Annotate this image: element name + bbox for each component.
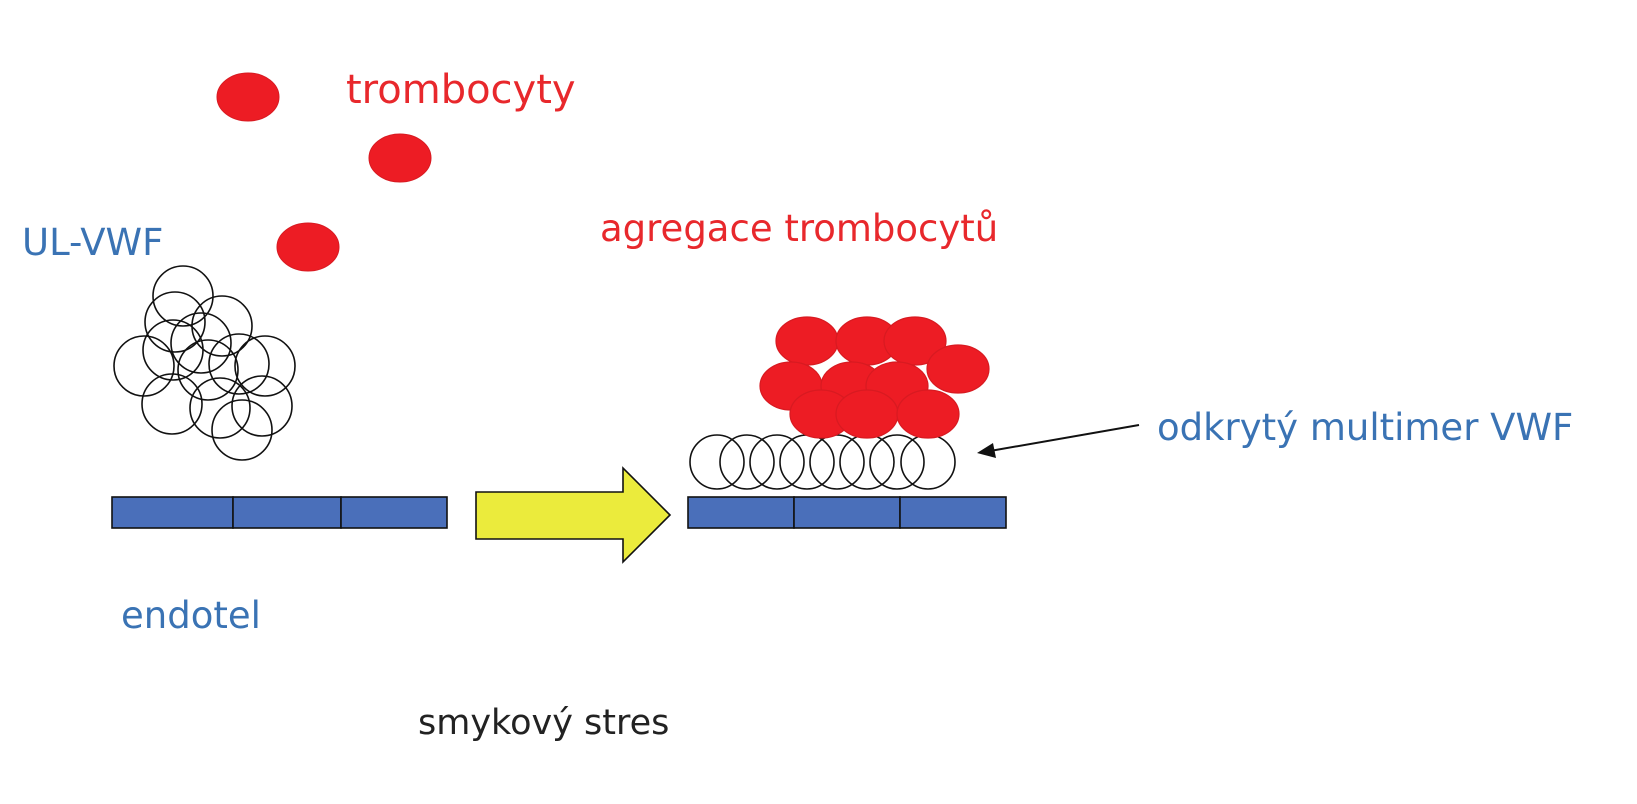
transition-arrow xyxy=(475,466,672,564)
endothelium-right xyxy=(687,496,1007,529)
vwf-monomer xyxy=(208,333,270,395)
coiled-ulvwf-multimer xyxy=(113,265,296,461)
vwf-monomer xyxy=(144,291,206,353)
aggregated-platelet xyxy=(896,389,960,439)
shear-stress-label: smykový stres xyxy=(418,703,670,743)
free-platelets xyxy=(216,72,432,272)
vwf-monomer xyxy=(869,434,925,490)
vwf-monomer xyxy=(113,335,175,397)
endothelium-label: endotel xyxy=(121,594,261,637)
endothelium-cell xyxy=(793,496,901,529)
vwf-monomer xyxy=(177,339,239,401)
pointer-arrow xyxy=(977,424,1140,458)
exposed-multimer-label: odkrytý multimer VWF xyxy=(1157,406,1574,449)
pointer-line xyxy=(989,424,1140,452)
aggregated-platelet xyxy=(775,316,839,366)
vwf-monomer xyxy=(749,434,805,490)
vwf-monomer xyxy=(900,434,956,490)
ulvwf-label: UL-VWF xyxy=(22,221,164,264)
vwf-monomer xyxy=(719,434,775,490)
endothelium-cell xyxy=(687,496,795,529)
endothelium-cell xyxy=(899,496,1007,529)
vwf-monomer xyxy=(141,373,203,435)
vwf-monomer xyxy=(839,434,895,490)
endothelium-cell xyxy=(340,496,448,529)
endothelium-cell xyxy=(111,496,234,529)
aggregated-platelet xyxy=(883,316,947,366)
endothelium-cell xyxy=(232,496,342,529)
vwf-monomer xyxy=(689,434,745,490)
exposed-vwf-multimer xyxy=(689,434,956,490)
vwf-monomer xyxy=(234,335,296,397)
pointer-arrowhead xyxy=(977,443,996,458)
free-platelet xyxy=(368,133,432,183)
vwf-monomer xyxy=(809,434,865,490)
vwf-monomer xyxy=(779,434,835,490)
vwf-monomer xyxy=(170,312,232,374)
vwf-monomer xyxy=(142,319,204,381)
free-platelet xyxy=(276,222,340,272)
aggregated-platelets xyxy=(759,316,990,439)
vwf-monomer xyxy=(211,399,273,461)
free-platelet xyxy=(216,72,280,122)
vwf-monomer xyxy=(189,377,251,439)
aggregation-label: agregace trombocytů xyxy=(600,207,999,250)
endothelium-left xyxy=(111,496,448,529)
vwf-monomer xyxy=(152,265,214,327)
vwf-monomer xyxy=(191,295,253,357)
aggregated-platelet xyxy=(835,389,899,439)
aggregated-platelet xyxy=(926,344,990,394)
vwf-monomer xyxy=(231,375,293,437)
platelets-label: trombocyty xyxy=(346,67,576,113)
